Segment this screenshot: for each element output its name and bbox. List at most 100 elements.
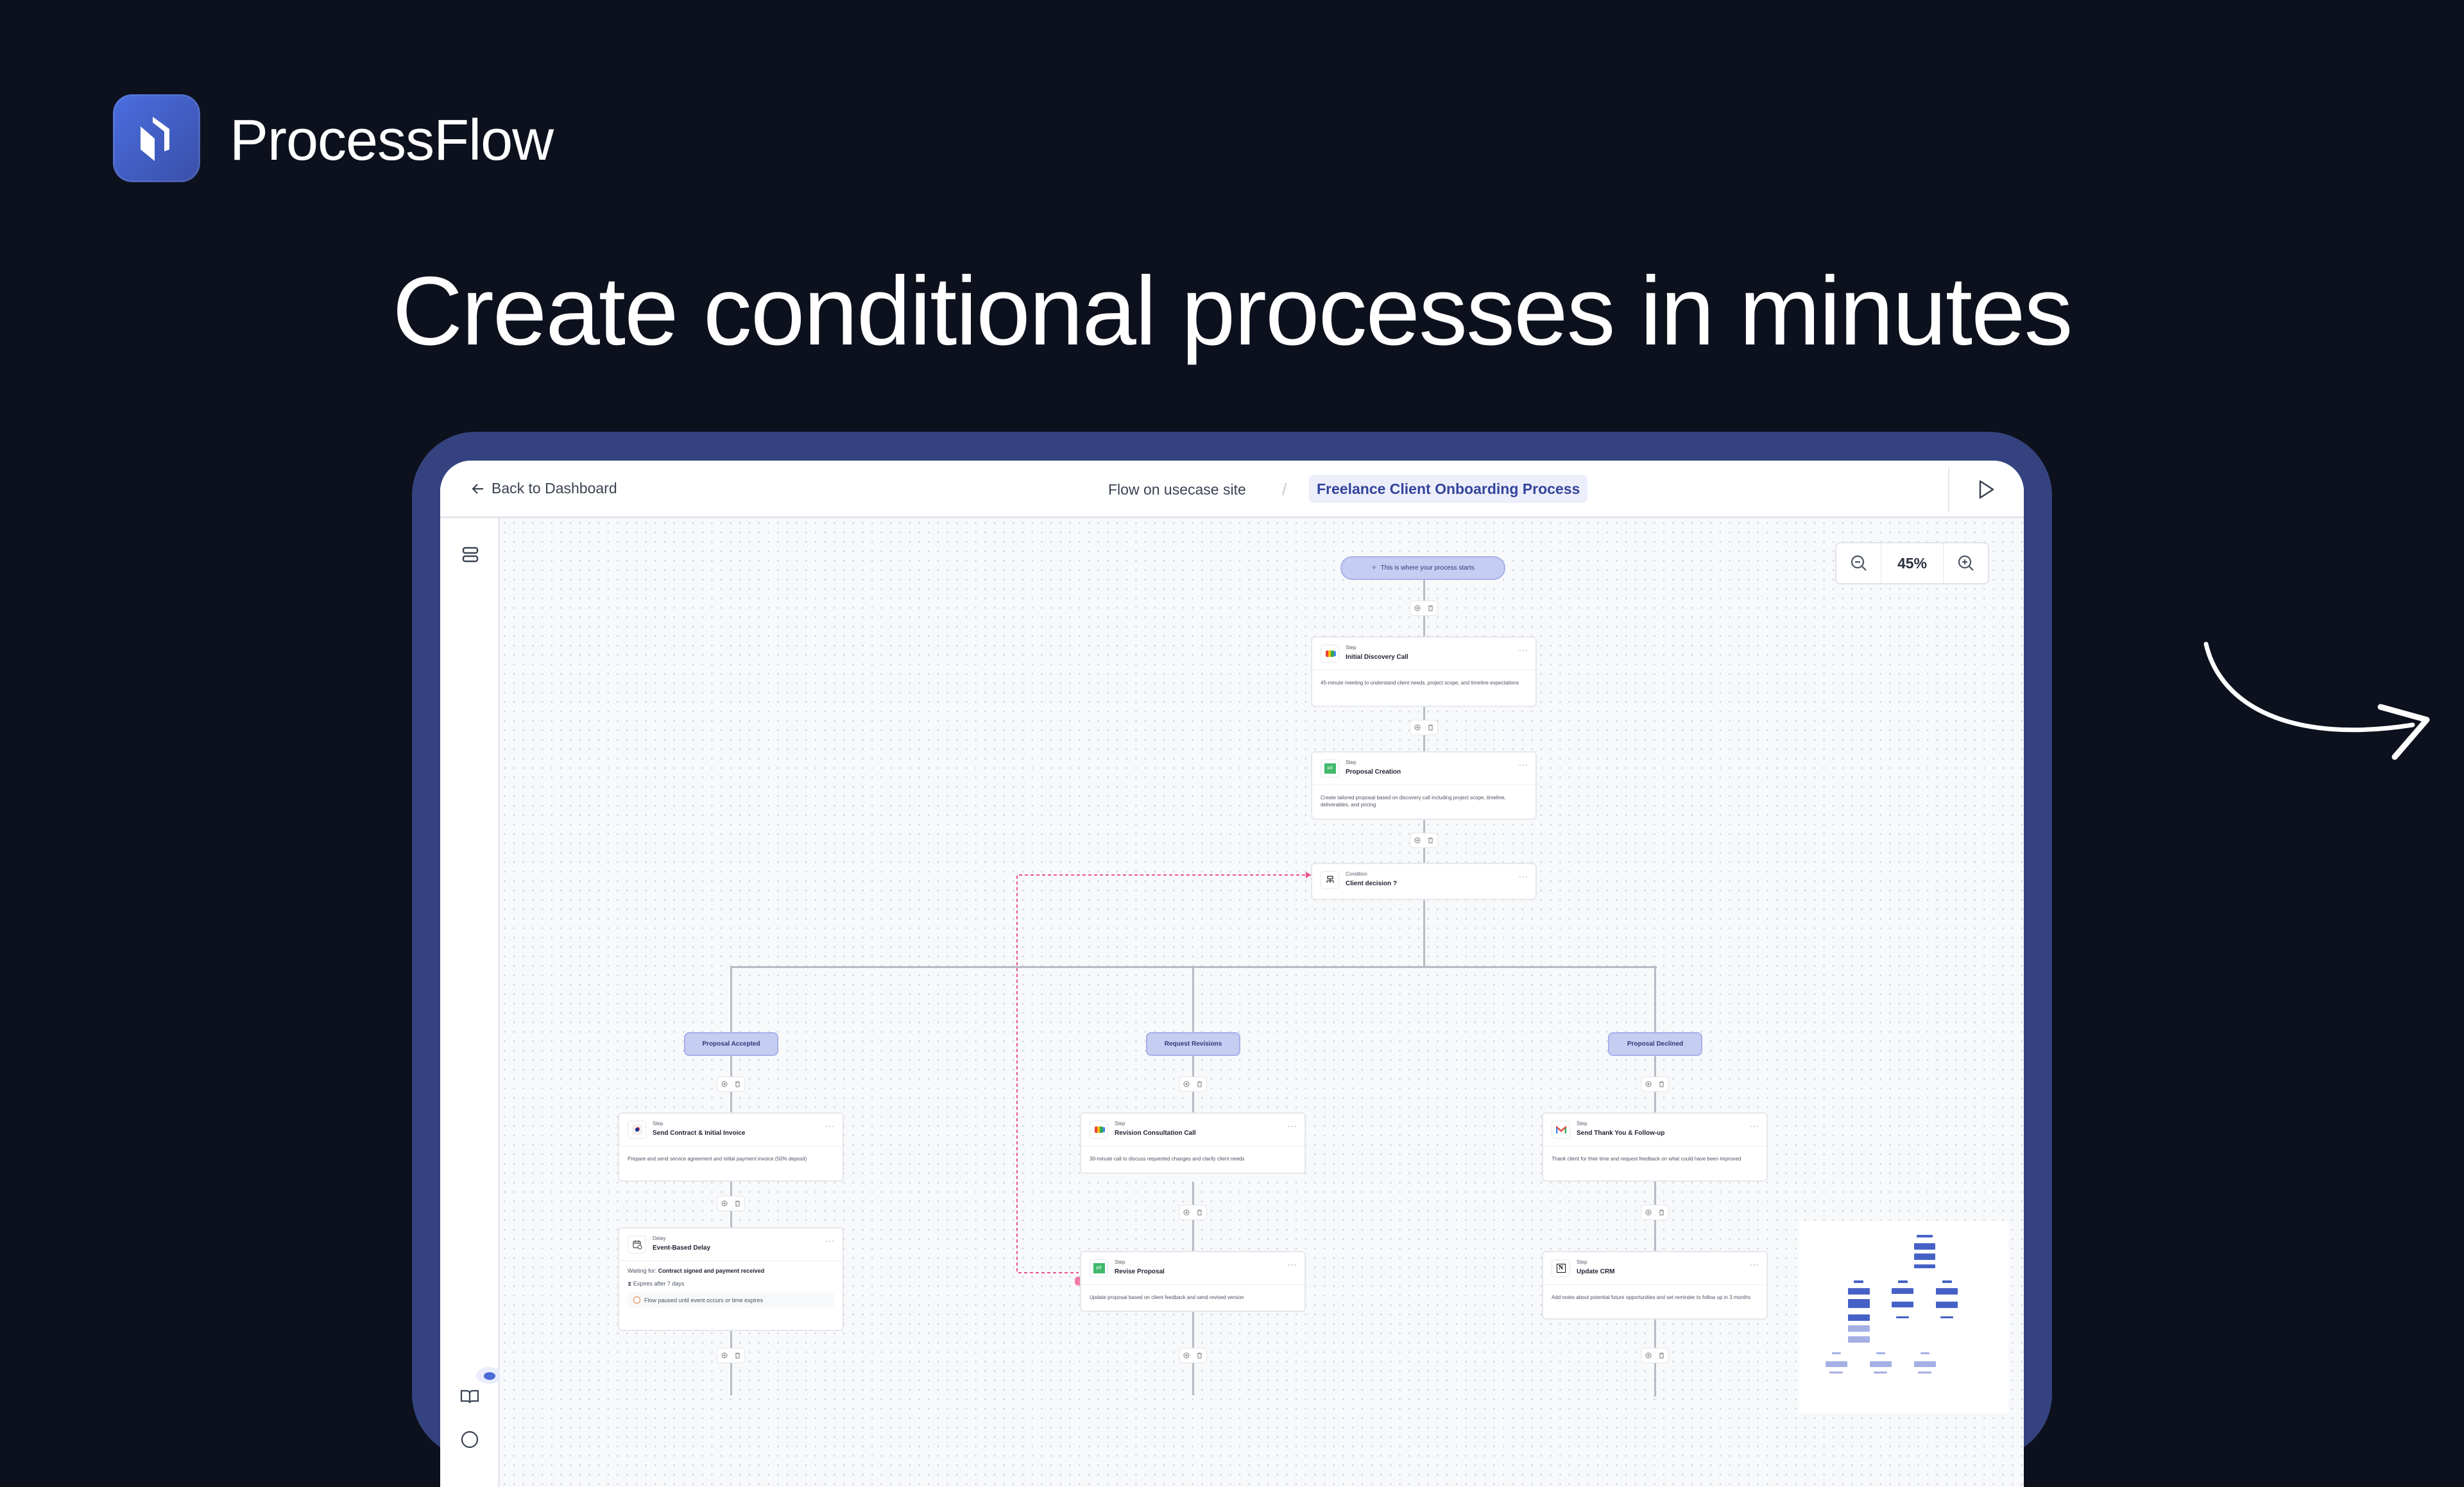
- more-options-icon[interactable]: ···: [1288, 1261, 1297, 1269]
- pandadoc-icon: pd: [1090, 1259, 1108, 1277]
- more-options-icon[interactable]: ···: [1519, 761, 1528, 769]
- connector-actions: [717, 1348, 745, 1363]
- arrow-icon: [2203, 642, 2430, 760]
- pandadoc-icon: pd: [1321, 760, 1339, 777]
- add-step-icon[interactable]: [717, 1196, 731, 1211]
- book-icon[interactable]: [459, 1388, 480, 1406]
- minimap[interactable]: [1799, 1221, 2008, 1413]
- node-event-based-delay[interactable]: Delay Event-Based Delay ··· Waiting for:…: [618, 1227, 844, 1331]
- node-description: 30-minute call to discuss requested chan…: [1090, 1156, 1245, 1162]
- header-divider: [1948, 467, 1949, 512]
- gmail-icon: [1552, 1121, 1570, 1139]
- start-label: This is where your process starts: [1380, 565, 1475, 572]
- more-options-icon[interactable]: ···: [1519, 647, 1528, 654]
- add-step-icon[interactable]: [717, 1348, 731, 1363]
- hourglass-icon: ⧗: [628, 1280, 632, 1287]
- node-description: Prepare and send service agreement and i…: [628, 1156, 807, 1162]
- node-kind: Condition: [1346, 871, 1367, 877]
- zoom-out-icon: [1851, 555, 1867, 571]
- node-title: Revision Consultation Call: [1115, 1130, 1196, 1137]
- connector-actions: [1410, 833, 1438, 848]
- delete-icon[interactable]: [1655, 1205, 1668, 1219]
- more-options-icon[interactable]: ···: [1519, 873, 1528, 881]
- node-proposal-creation[interactable]: pd Step Proposal Creation ··· Create tai…: [1311, 751, 1537, 820]
- node-initial-discovery-call[interactable]: Step Initial Discovery Call ··· 45-minut…: [1311, 636, 1537, 707]
- processflow-logo: [113, 94, 200, 182]
- add-step-icon[interactable]: [1179, 1348, 1193, 1363]
- node-title: Send Contract & Initial Invoice: [653, 1130, 746, 1137]
- connector-actions: [717, 1076, 745, 1092]
- more-options-icon[interactable]: ···: [1288, 1123, 1297, 1130]
- node-update-crm[interactable]: N Step Update CRM ··· Add notes about po…: [1542, 1251, 1768, 1320]
- notification-dot: [484, 1372, 495, 1380]
- delete-icon[interactable]: [1193, 1205, 1206, 1219]
- add-step-icon[interactable]: [1410, 601, 1424, 615]
- node-title: Event-Based Delay: [653, 1245, 711, 1252]
- zoom-in-button[interactable]: [1943, 543, 1988, 583]
- more-options-icon[interactable]: ···: [1750, 1261, 1759, 1269]
- branch-label-accepted[interactable]: Proposal Accepted: [684, 1032, 778, 1056]
- calendar-clock-icon: [628, 1236, 646, 1253]
- connector-actions: [1410, 600, 1438, 616]
- headline: Create conditional processes in minutes: [392, 257, 2073, 366]
- delete-icon[interactable]: [1424, 833, 1437, 847]
- add-step-icon[interactable]: [1641, 1205, 1655, 1219]
- delete-icon[interactable]: [1193, 1077, 1206, 1091]
- zoom-out-button[interactable]: [1836, 543, 1881, 583]
- delete-icon[interactable]: [1424, 601, 1437, 615]
- delete-icon[interactable]: [1193, 1348, 1206, 1363]
- delete-icon[interactable]: [731, 1077, 744, 1091]
- node-kind: Step: [1577, 1259, 1587, 1265]
- play-button[interactable]: [1976, 479, 1996, 500]
- layout-icon[interactable]: [461, 545, 480, 565]
- node-description: Update proposal based on client feedback…: [1090, 1295, 1244, 1300]
- node-revision-consultation-call[interactable]: Step Revision Consultation Call ··· 30-m…: [1080, 1112, 1306, 1174]
- add-step-icon[interactable]: [1179, 1077, 1193, 1091]
- branch-label-revisions[interactable]: Request Revisions: [1146, 1032, 1240, 1056]
- delete-icon[interactable]: [731, 1196, 744, 1211]
- add-step-icon[interactable]: [1410, 720, 1424, 735]
- notion-icon: N: [1552, 1259, 1570, 1277]
- app-window: Back to Dashboard Flow on usecase site /…: [440, 461, 2024, 1487]
- node-description: 45-minute meeting to understand client n…: [1321, 680, 1519, 686]
- breadcrumb-current[interactable]: Freelance Client Onboarding Process: [1309, 475, 1588, 503]
- back-to-dashboard-button[interactable]: Back to Dashboard: [471, 480, 617, 497]
- pause-icon: [633, 1296, 640, 1304]
- more-options-icon[interactable]: ···: [826, 1237, 835, 1245]
- breadcrumb-flow[interactable]: Flow on usecase site: [1108, 481, 1246, 498]
- branch-label-declined[interactable]: Proposal Declined: [1608, 1032, 1702, 1056]
- add-step-icon[interactable]: [717, 1077, 731, 1091]
- add-step-icon[interactable]: [1641, 1077, 1655, 1091]
- add-step-icon[interactable]: [1410, 833, 1424, 847]
- help-icon[interactable]: [459, 1429, 480, 1450]
- sparkle-icon: ✧: [1371, 565, 1377, 572]
- add-step-icon[interactable]: [1179, 1205, 1193, 1219]
- sidebar: [440, 518, 502, 1487]
- condition-icon: [1321, 871, 1339, 889]
- expires-text: Expires after 7 days: [633, 1280, 685, 1287]
- connector-actions: [1179, 1076, 1207, 1092]
- delete-icon[interactable]: [731, 1348, 744, 1363]
- more-options-icon[interactable]: ···: [1750, 1123, 1759, 1130]
- delete-icon[interactable]: [1424, 720, 1437, 735]
- google-meet-icon: [1321, 645, 1339, 663]
- node-send-contract[interactable]: Step Send Contract & Initial Invoice ···…: [618, 1112, 844, 1182]
- connector-actions: [1641, 1076, 1669, 1092]
- brand-name: ProcessFlow: [230, 108, 554, 173]
- delete-icon[interactable]: [1655, 1077, 1668, 1091]
- node-send-thank-you[interactable]: Step Send Thank You & Follow-up ··· Than…: [1542, 1112, 1768, 1182]
- node-kind: Step: [1577, 1121, 1587, 1126]
- top-bar: Back to Dashboard Flow on usecase site /…: [440, 461, 2024, 518]
- flow-canvas[interactable]: ✧This is where your process starts Step …: [500, 518, 2024, 1487]
- node-title: Send Thank You & Follow-up: [1577, 1130, 1665, 1137]
- node-description: Create tailored proposal based on discov…: [1321, 795, 1506, 808]
- node-client-decision[interactable]: Condition Client decision ? ···: [1311, 863, 1537, 900]
- delete-icon[interactable]: [1655, 1348, 1668, 1363]
- node-title: Revise Proposal: [1115, 1268, 1165, 1275]
- add-step-icon[interactable]: [1641, 1348, 1655, 1363]
- node-kind: Delay: [653, 1236, 666, 1241]
- more-options-icon[interactable]: ···: [826, 1123, 835, 1130]
- node-kind: Step: [1346, 645, 1356, 650]
- node-revise-proposal[interactable]: pd Step Revise Proposal ··· Update propo…: [1080, 1251, 1306, 1312]
- node-kind: Step: [1115, 1121, 1125, 1126]
